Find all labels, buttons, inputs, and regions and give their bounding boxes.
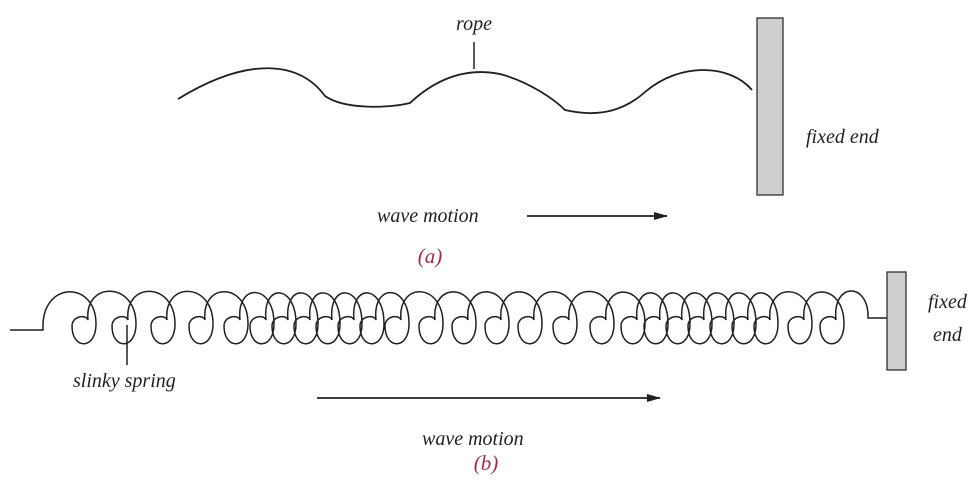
fixed-end-label-a: fixed end [806,126,880,148]
figure-b: slinky spring fixed end wave motion (b) [10,272,968,475]
rope-wave [178,68,752,113]
fixed-end-label-b-line1: fixed [928,291,968,313]
caption-a: (a) [418,244,443,268]
rope-label: rope [456,13,492,35]
caption-b: (b) [474,451,499,475]
wave-motion-label-a: wave motion [377,205,479,227]
wave-motion-label-b: wave motion [422,428,524,450]
slinky-spring-label: slinky spring [73,370,176,392]
slinky-spring [10,291,887,344]
figure-a: rope fixed end wave motion (a) [178,13,880,268]
fixed-end-label-b-line2: end [933,324,963,346]
fixed-end-wall-a [757,18,783,195]
fixed-end-wall-b [887,272,906,370]
